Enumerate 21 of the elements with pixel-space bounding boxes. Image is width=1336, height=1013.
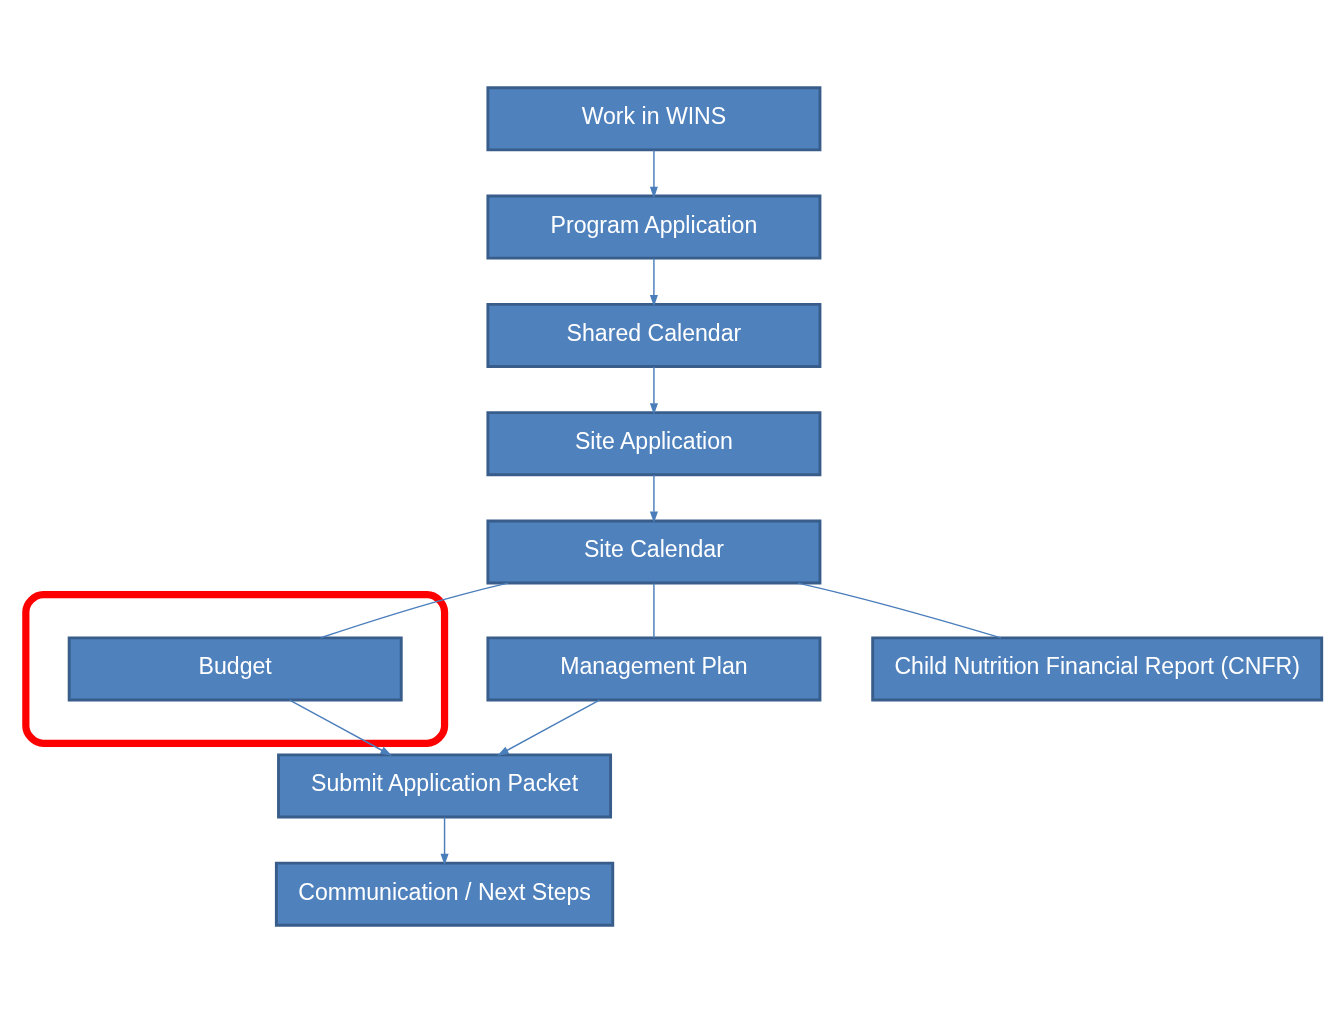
node-box: Site Calendar — [486, 519, 822, 585]
node-box: Site Application — [486, 411, 822, 477]
connector — [653, 582, 655, 639]
node-box: Management Plan — [486, 636, 822, 702]
node-box: Budget — [67, 636, 403, 702]
arrow — [649, 474, 658, 524]
arrow — [649, 366, 658, 415]
arrow — [649, 149, 658, 199]
node-box: Program Application — [486, 194, 822, 260]
node-box: Child Nutrition Financial Report (CNFR) — [871, 636, 1324, 702]
arrow — [497, 699, 601, 756]
arrow — [440, 816, 449, 866]
node-box: Communication / Next Steps — [274, 861, 615, 927]
arrow — [288, 699, 392, 756]
node-box: Shared Calendar — [486, 302, 822, 368]
node-box: Submit Application Packet — [277, 753, 613, 819]
connector — [320, 582, 509, 639]
cluster — [22, 590, 449, 747]
connector — [797, 582, 1002, 639]
arrow — [649, 257, 658, 307]
node-box: Work in WINS — [486, 86, 822, 152]
